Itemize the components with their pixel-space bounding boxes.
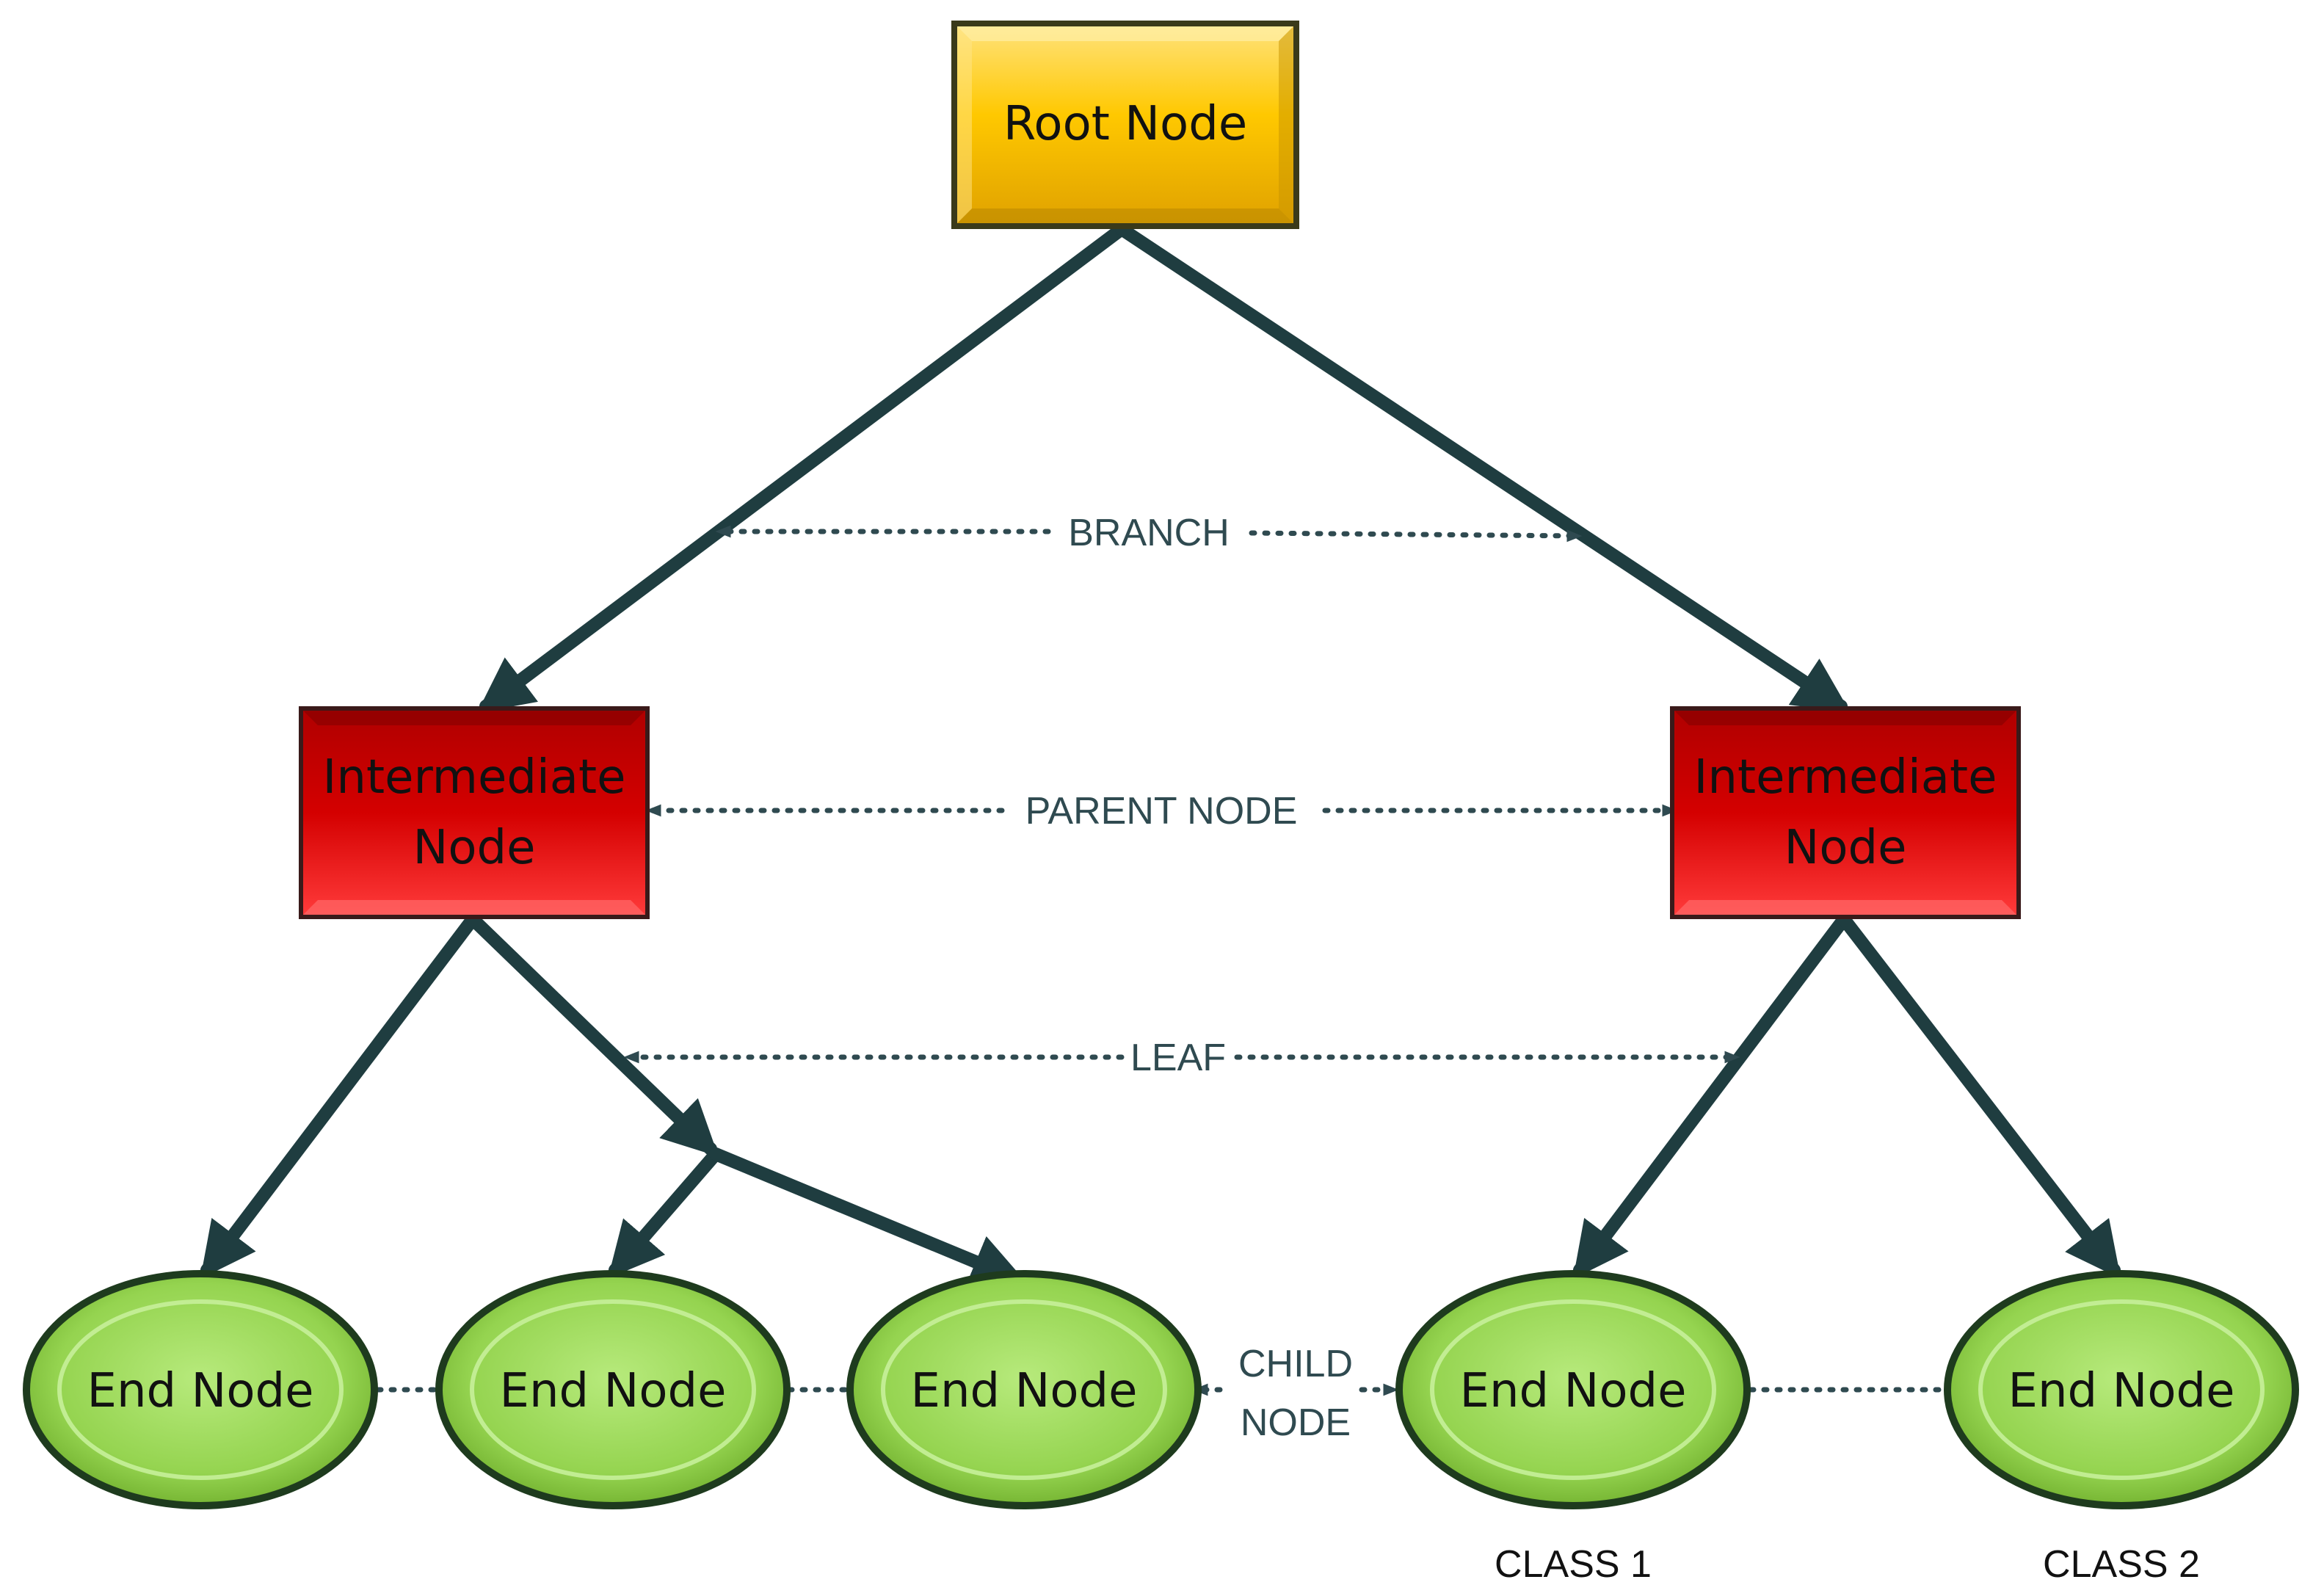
parent-node-label: PARENT NODE bbox=[1025, 790, 1298, 833]
intermediate-node-left: Intermediate Node bbox=[299, 706, 650, 919]
intermediate-left-line2: Node bbox=[413, 821, 535, 875]
edge-right-to-end4 bbox=[1572, 913, 1851, 1280]
annotation-connectors bbox=[375, 525, 1948, 1396]
intermediate-right-line2: Node bbox=[1784, 821, 1906, 875]
root-node-label: Root Node bbox=[1003, 97, 1247, 151]
end-node-1: End Node bbox=[23, 1270, 378, 1509]
end-node-4: End Node bbox=[1395, 1270, 1751, 1509]
class-1-label: CLASS 1 bbox=[1495, 1543, 1652, 1586]
branch-label: BRANCH bbox=[1068, 512, 1230, 554]
end-node-2: End Node bbox=[435, 1270, 791, 1509]
edge-split-to-end3 bbox=[709, 1147, 1027, 1288]
child-node-label-line2: NODE bbox=[1241, 1401, 1351, 1444]
edge-left-to-split bbox=[466, 913, 719, 1157]
edge-left-to-end1 bbox=[200, 913, 479, 1280]
branch-connector-right bbox=[1249, 529, 1583, 543]
end-node-5-label: End Node bbox=[2008, 1364, 2235, 1418]
root-node: Root Node bbox=[951, 21, 1299, 229]
end-node-3: End Node bbox=[846, 1270, 1202, 1509]
edge-split-to-end2 bbox=[608, 1147, 722, 1279]
end-node-2-label: End Node bbox=[500, 1364, 727, 1418]
edge-root-to-right bbox=[1115, 222, 1851, 713]
edge-root-to-left bbox=[476, 222, 1128, 714]
end-node-4-label: End Node bbox=[1460, 1364, 1687, 1418]
edge-right-to-end5 bbox=[1837, 913, 2121, 1279]
intermediate-right-line1: Intermediate bbox=[1694, 750, 1997, 805]
class-2-label: CLASS 2 bbox=[2043, 1543, 2200, 1586]
child-node-label-line1: CHILD bbox=[1238, 1343, 1353, 1385]
intermediate-left-line1: Intermediate bbox=[323, 750, 626, 805]
tree-edges bbox=[200, 222, 2121, 1288]
end-node-3-label: End Node bbox=[911, 1364, 1138, 1418]
end-node-5: End Node bbox=[1944, 1270, 2299, 1509]
leaf-label: LEAF bbox=[1130, 1037, 1226, 1079]
intermediate-node-right: Intermediate Node bbox=[1670, 706, 2021, 919]
end-node-1-label: End Node bbox=[87, 1364, 314, 1418]
